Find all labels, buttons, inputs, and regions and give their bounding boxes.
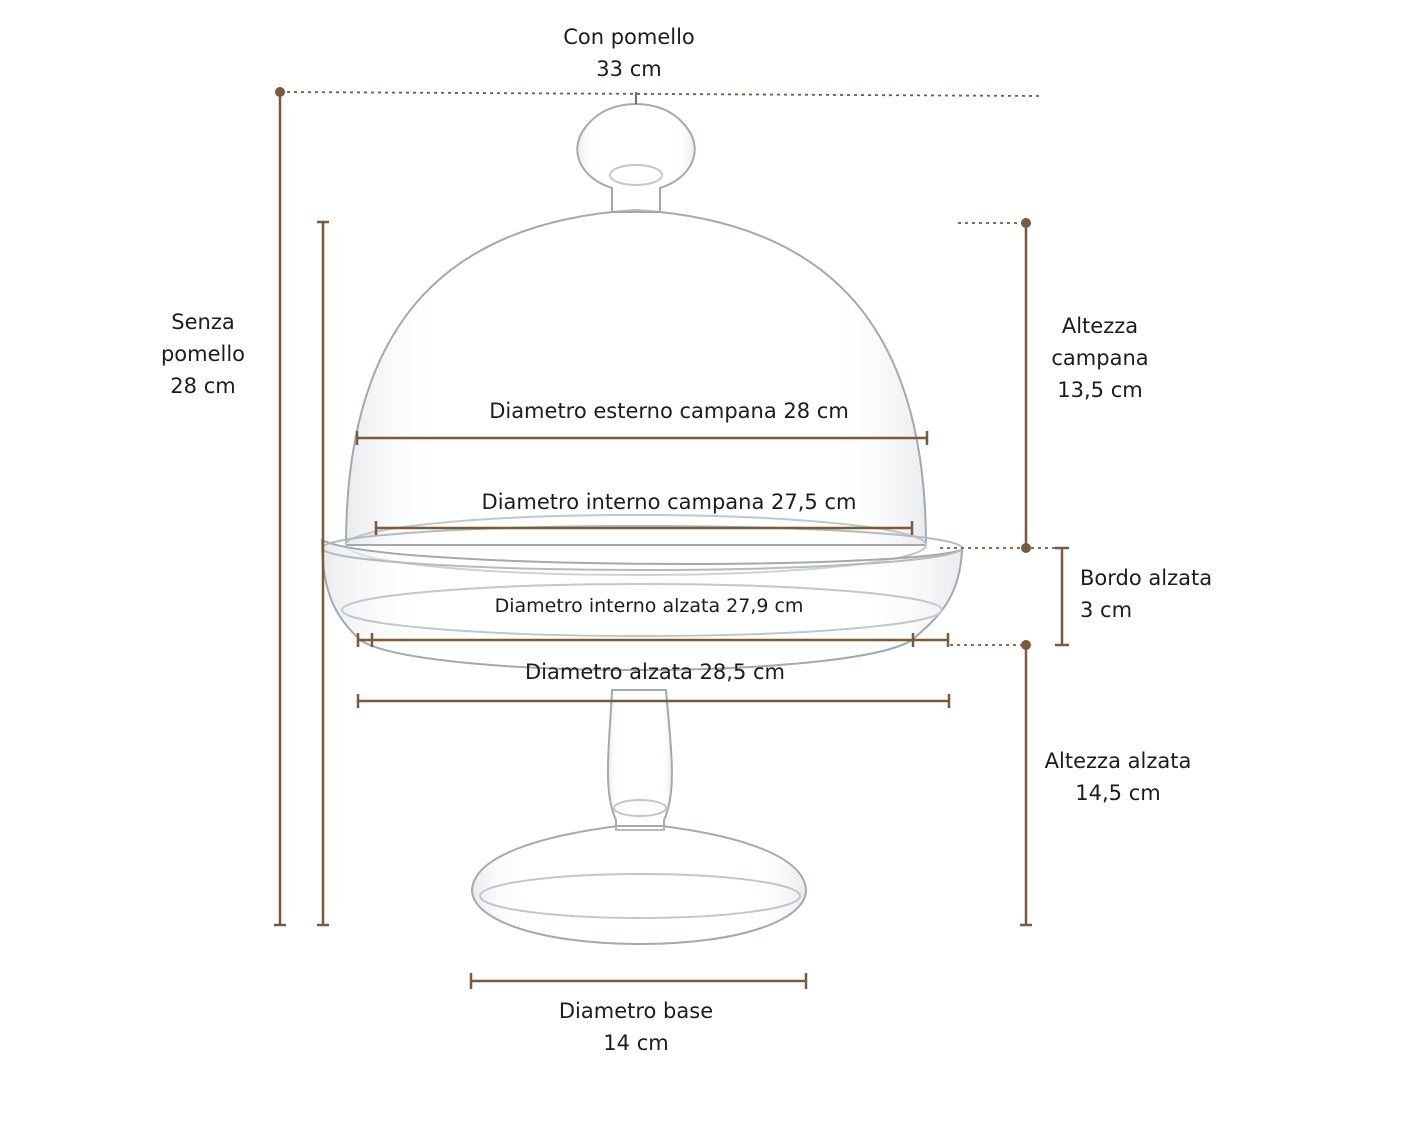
label-value: 28 cm <box>170 374 236 398</box>
inner-plate-diameter-label: Diametro interno alzata 27,9 cm <box>494 595 804 617</box>
stand-stem <box>606 689 673 831</box>
label-line: Diametro base <box>558 999 714 1023</box>
stand-foot <box>470 825 808 946</box>
stand-height-label: Altezza alzata 14,5 cm <box>1023 745 1213 809</box>
label-line: Senza <box>171 310 235 334</box>
height-without-knob-label: Senza pomello 28 cm <box>133 306 273 402</box>
glass-dome <box>344 208 928 576</box>
label-line: pomello <box>160 342 246 366</box>
label-value: 14 cm <box>603 1031 669 1055</box>
outer-bell-diameter-label: Diametro esterno campana 28 cm <box>489 399 849 423</box>
label-line: Altezza <box>1061 314 1139 338</box>
dimension-lines <box>274 87 1069 989</box>
label-value: 13,5 cm <box>1057 378 1143 402</box>
label-line: Altezza alzata <box>1044 749 1192 773</box>
top-reference-dotted-line <box>279 91 1041 97</box>
label-line: Bordo alzata <box>1080 566 1213 590</box>
label-value: 14,5 cm <box>1075 781 1161 805</box>
inner-bell-diameter-label: Diametro interno campana 27,5 cm <box>481 490 857 514</box>
bell-height-label: Altezza campana 13,5 cm <box>1030 310 1170 406</box>
label-line: campana <box>1051 346 1149 370</box>
label-value: 33 cm <box>596 57 662 81</box>
height-with-knob-label: Con pomello 33 cm <box>529 21 729 85</box>
base-diameter-label: Diametro base 14 cm <box>536 995 736 1059</box>
label-line: Con pomello <box>563 25 695 49</box>
plate-diameter-label: Diametro alzata 28,5 cm <box>525 660 785 684</box>
plate-rim-label: Bordo alzata 3 cm <box>1080 562 1280 626</box>
label-value: 3 cm <box>1080 598 1133 622</box>
dome-knob <box>576 102 696 213</box>
